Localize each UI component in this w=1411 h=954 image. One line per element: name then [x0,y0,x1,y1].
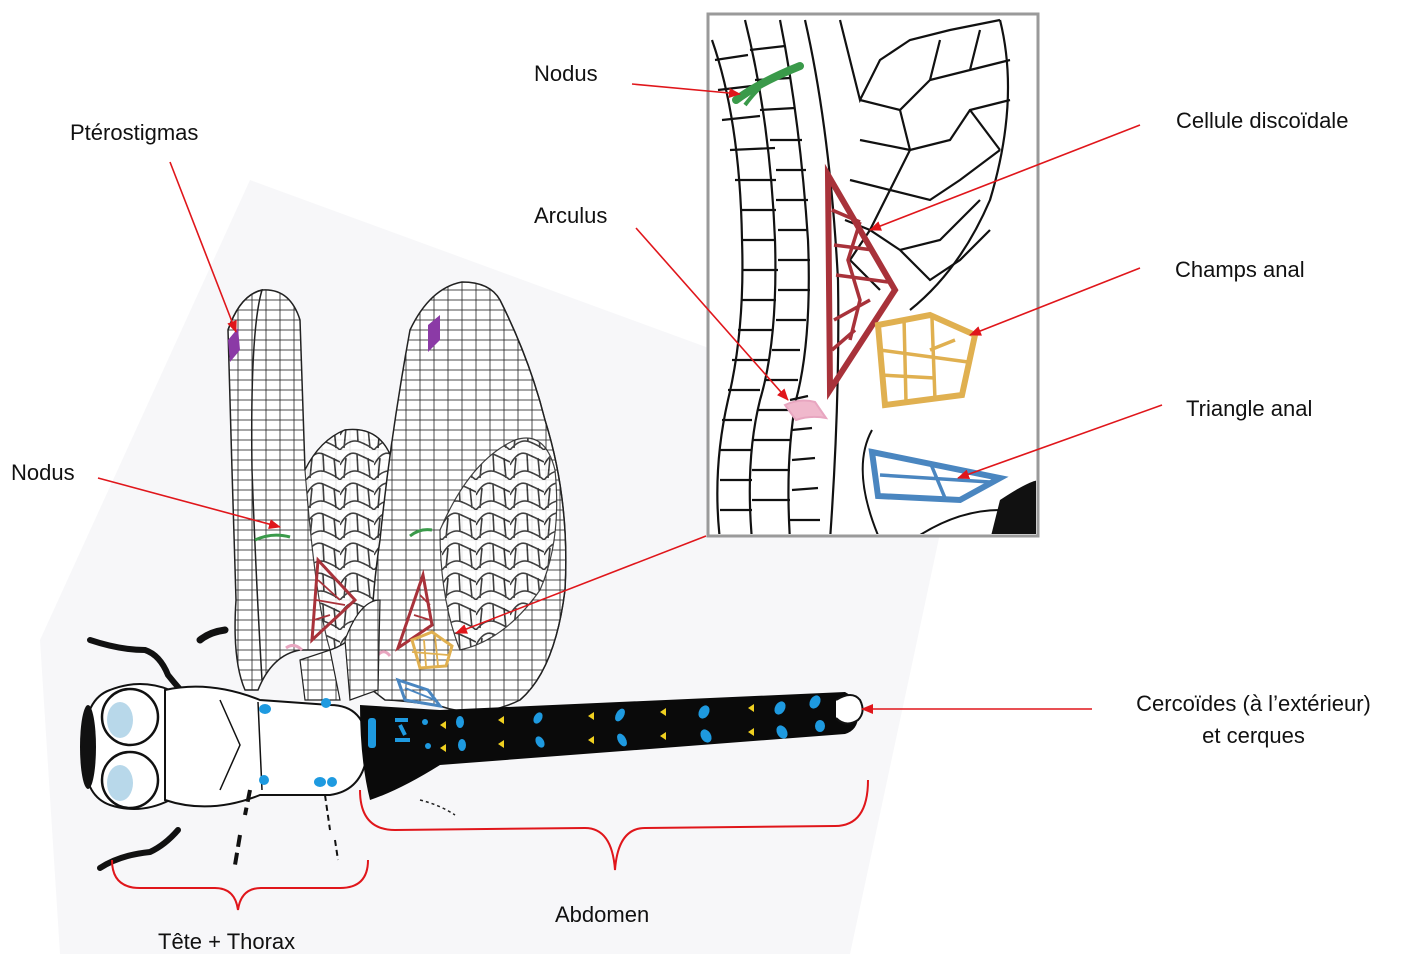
label-abdomen: Abdomen [555,903,649,927]
cercoids [836,695,863,724]
label-nodus-main: Nodus [11,461,75,485]
label-nodus-inset: Nodus [534,62,598,86]
label-cercoides-line1: Cercoïdes (à l’extérieur) [1106,692,1401,716]
label-triangle-anal: Triangle anal [1186,397,1312,421]
label-arculus: Arculus [534,204,607,228]
label-cercoides-line2: et cerques [1106,724,1401,748]
label-cercoides: Cercoïdes (à l’extérieur) et cerques [1106,692,1401,748]
label-champs-anal: Champs anal [1175,258,1305,282]
label-cellule-discoidale: Cellule discoïdale [1176,109,1348,133]
label-tete-thorax: Tête + Thorax [158,930,295,954]
label-pterostigmas: Ptérostigmas [70,121,198,145]
wing-detail-inset [708,14,1040,540]
